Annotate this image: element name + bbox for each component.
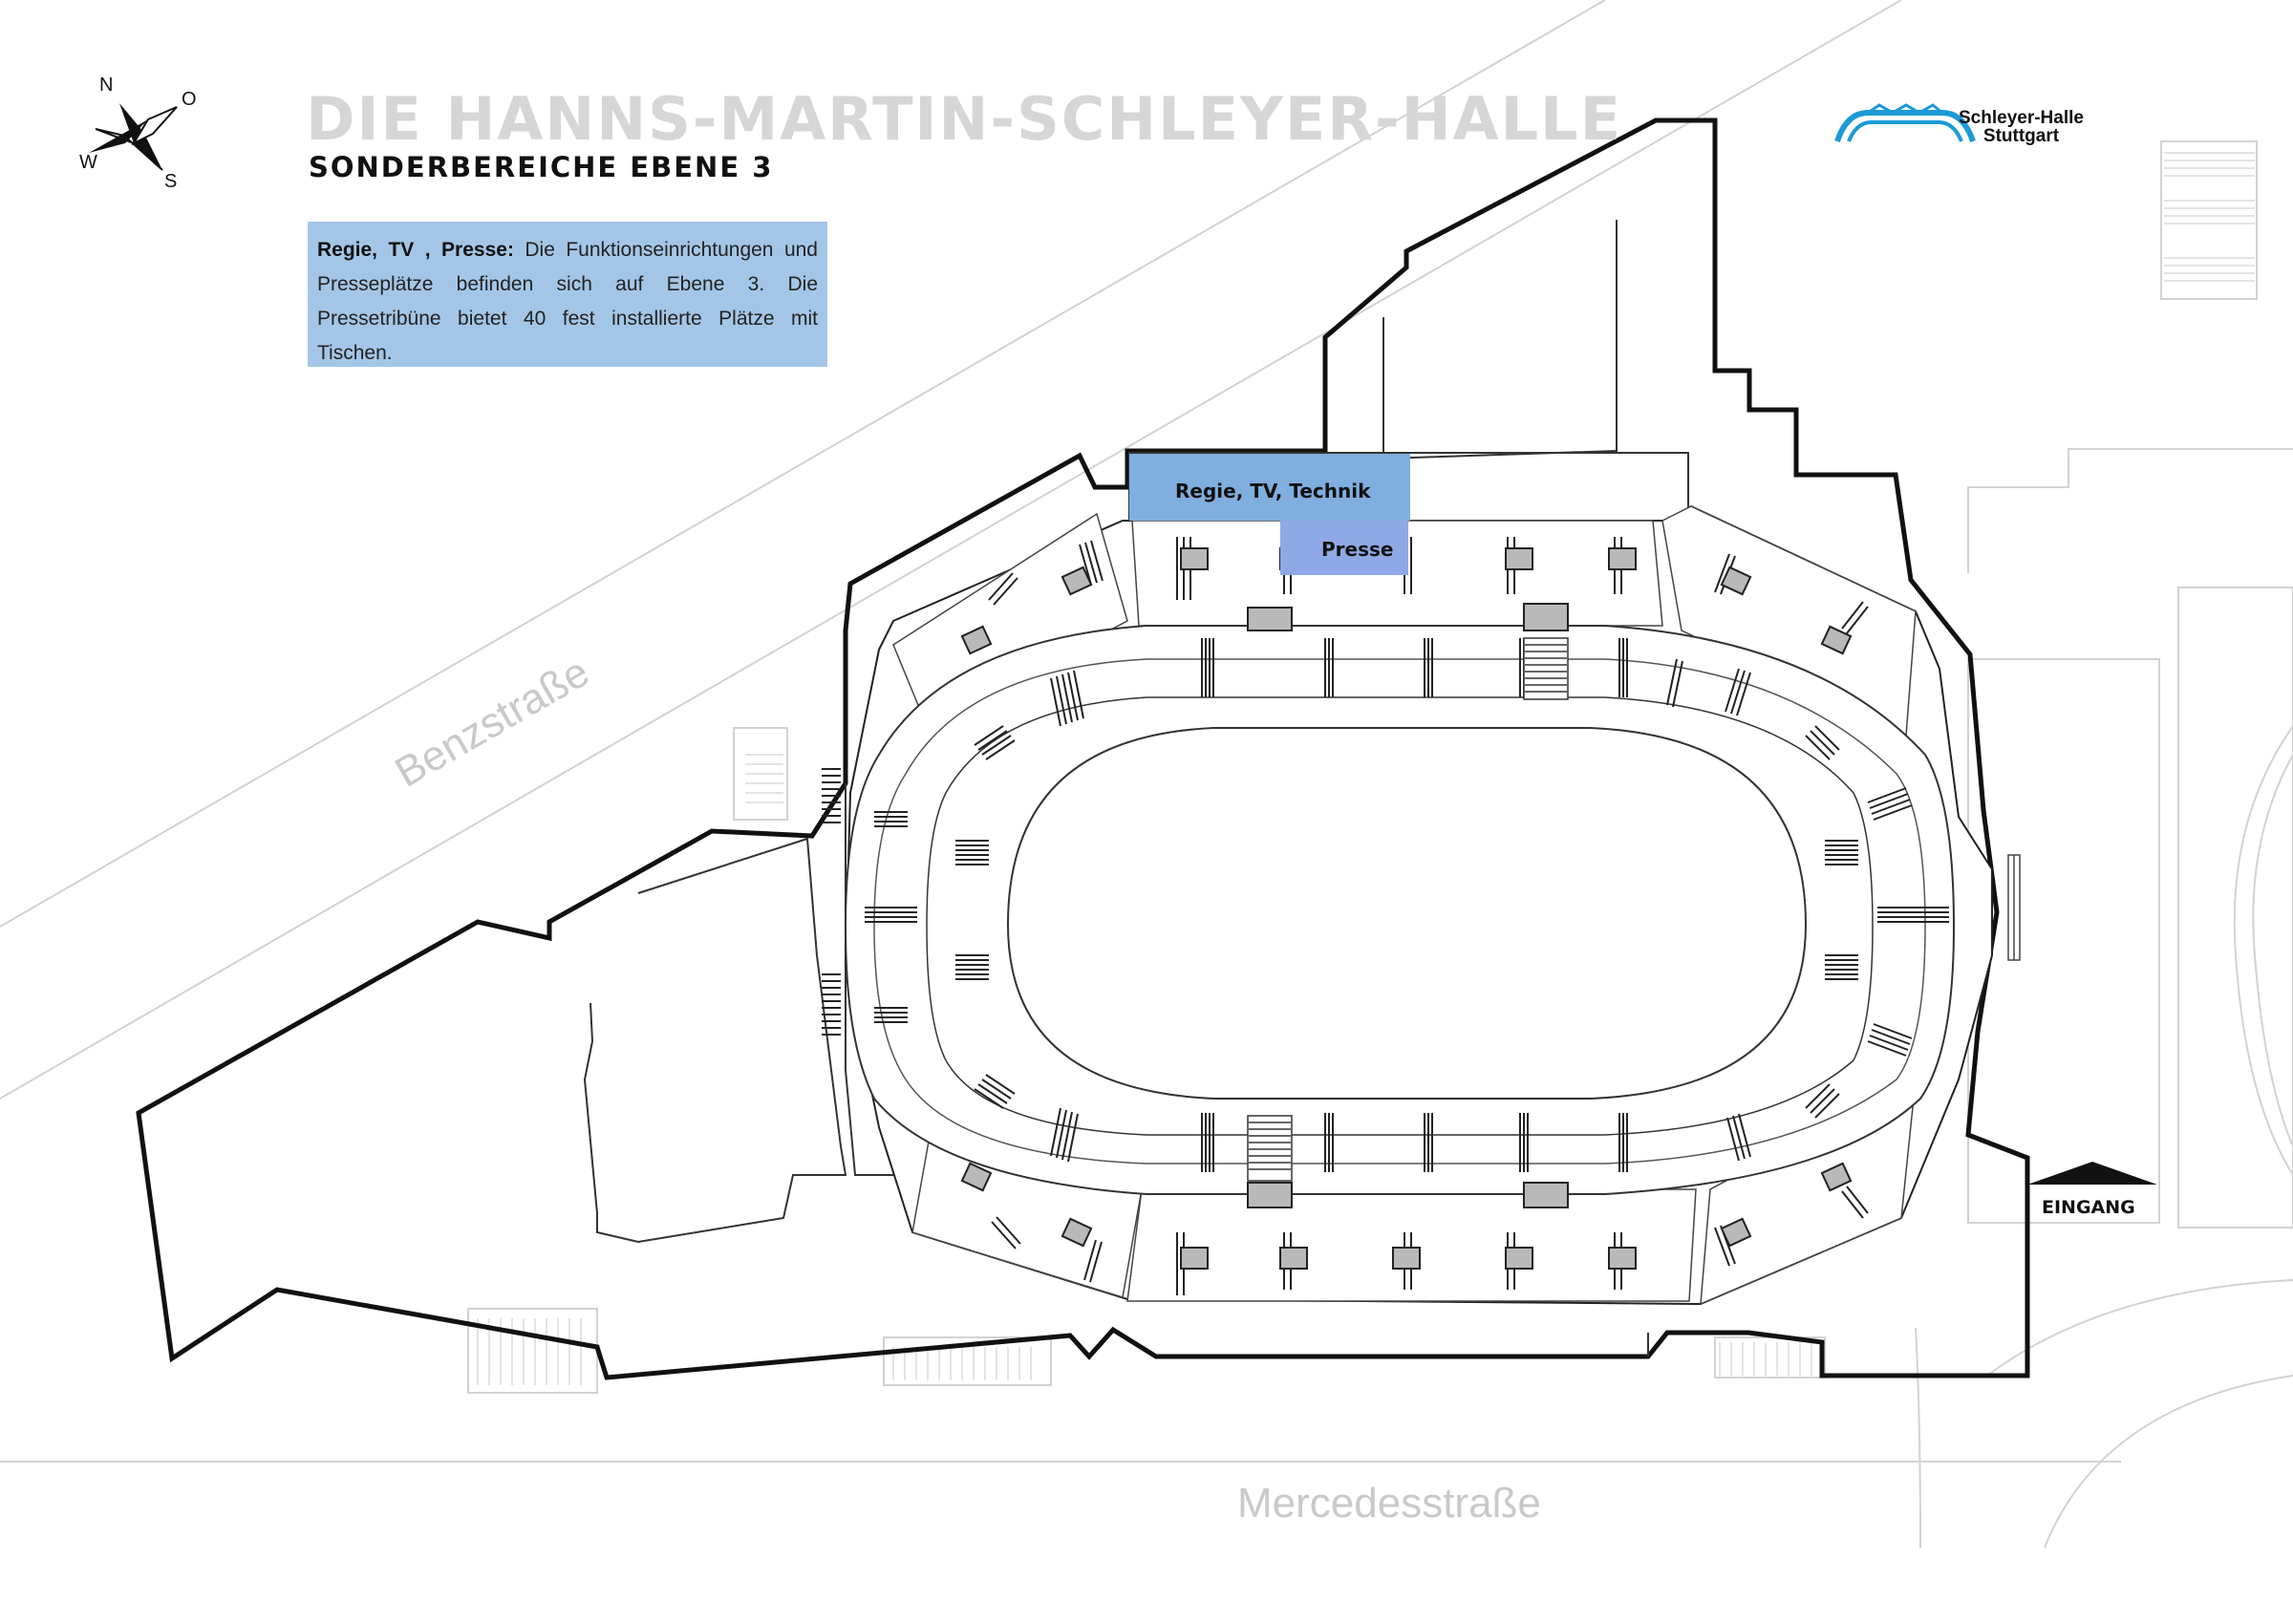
regie-tv-technik-label: Regie, TV, Technik bbox=[1175, 480, 1371, 502]
right-side-gate bbox=[2007, 854, 2021, 961]
info-text: Die Funktionseinrichtungen und Presseplä… bbox=[317, 239, 818, 364]
arena-floor bbox=[1006, 727, 1808, 1100]
building-outline bbox=[136, 118, 2030, 1380]
street-lines bbox=[0, 0, 2293, 1549]
page-subtitle: SONDERBEREICHE EBENE 3 bbox=[309, 151, 774, 183]
logo-line-2: Stuttgart bbox=[1982, 126, 2060, 146]
compass-rose-icon: N O S W bbox=[79, 75, 197, 192]
presse-area bbox=[1280, 521, 1408, 575]
street-label-benzstrasse: Benzstraße bbox=[388, 649, 597, 797]
info-heading: Regie, TV , Presse: bbox=[317, 239, 514, 261]
tech-platforms bbox=[960, 547, 1853, 1270]
compass-w: W bbox=[79, 152, 97, 173]
schleyer-halle-logo-icon bbox=[1834, 103, 1976, 143]
regie-tv-technik-area bbox=[1129, 454, 1410, 521]
entrance-label: EINGANG bbox=[2042, 1197, 2135, 1218]
lower-tier-ring bbox=[926, 696, 1874, 1136]
tunnel-stairs bbox=[1247, 637, 1569, 1182]
compass-n: N bbox=[99, 75, 113, 96]
logo-text: Schleyer-Halle Stuttgart bbox=[1959, 109, 2084, 145]
street-hatching bbox=[477, 152, 2255, 1385]
info-box: Regie, TV , Presse: Die Funktionseinrich… bbox=[308, 222, 827, 367]
presse-label: Presse bbox=[1321, 538, 1393, 561]
page-title: DIE HANNS-MARTIN-SCHLEYER-HALLE bbox=[306, 84, 1622, 154]
street-label-mercedesstrasse: Mercedesstraße bbox=[1237, 1480, 1541, 1527]
compass-o: O bbox=[182, 89, 197, 110]
logo-line-1: Schleyer-Halle bbox=[1959, 108, 2084, 128]
entrance-marker: EINGANG bbox=[2027, 1162, 2157, 1218]
lower-ring bbox=[873, 658, 1926, 1165]
entrance-arrow-icon bbox=[2027, 1162, 2157, 1185]
compass-s: S bbox=[164, 171, 177, 192]
